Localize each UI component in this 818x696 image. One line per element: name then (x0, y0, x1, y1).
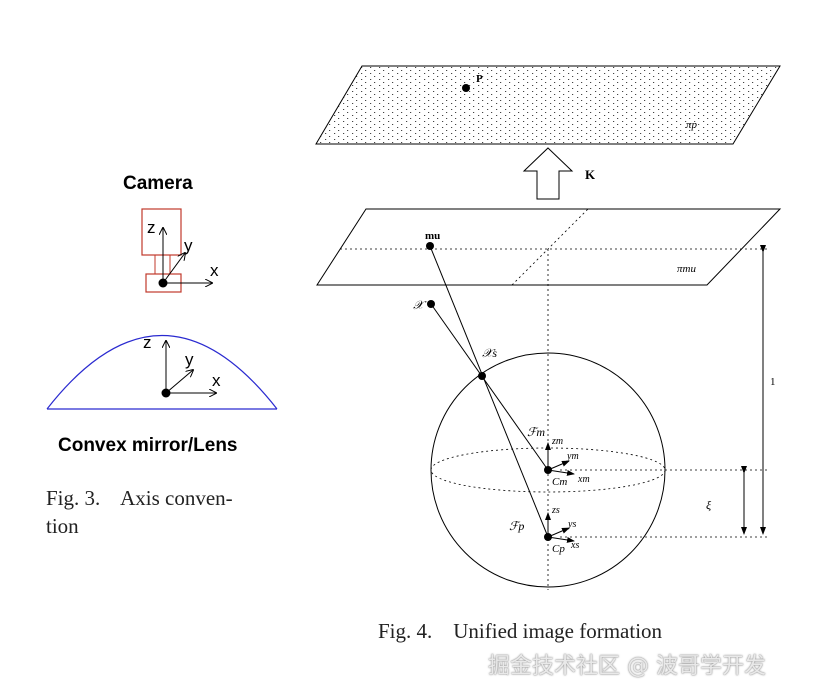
Cm-dot (544, 466, 552, 474)
point-mu-dot (426, 242, 434, 250)
Fp-label: ℱp (509, 519, 524, 533)
mirror-frame-Fm: ℱm zm ym Cm xm (527, 425, 590, 488)
ray-mu-to-Cp (429, 245, 549, 538)
xi-label: ξ (706, 498, 712, 512)
normalized-plane-pi-mu: πmu (316, 208, 782, 286)
Cp-dot (544, 533, 552, 541)
dimension-xi: ξ (706, 466, 747, 535)
camera-x-label: x (210, 261, 219, 280)
fig3-caption-line2: tion (46, 514, 79, 538)
mirror-y-label: y (185, 350, 194, 369)
projection-K-arrow: K (522, 147, 596, 200)
xm-label: xm (577, 474, 590, 485)
camera-body-box (141, 208, 182, 256)
image-plane-pi-p: P πp (315, 65, 781, 145)
camera-title: Camera (123, 173, 193, 194)
fig3-camera-diagram: z y x (141, 208, 219, 293)
zs-label: zs (551, 505, 560, 516)
mu-label: mu (425, 230, 440, 242)
point-Xs-dot (478, 372, 486, 380)
Cp-label: Cp (552, 543, 565, 555)
dim-one-label: 1 (770, 376, 776, 388)
point-P-dot (462, 84, 470, 92)
mirror-arc (46, 335, 278, 410)
point-P-label: P (476, 73, 483, 85)
fig4-caption: Fig. 4. Unified image formation (378, 619, 663, 643)
fig3-caption-line1: Fig. 3. Axis conven- (46, 486, 233, 510)
Fm-label: ℱm (527, 425, 545, 439)
ym-label: ym (566, 451, 579, 462)
camera-y-axis (162, 253, 185, 284)
mirror-z-label: z (143, 333, 152, 352)
camera-origin-dot (158, 278, 168, 288)
K-label: K (585, 167, 596, 182)
xs-label: xs (570, 540, 579, 551)
zm-label: zm (551, 436, 563, 447)
camera-y-label: y (184, 236, 193, 255)
mirror-origin-dot (161, 388, 171, 398)
dimension-one: 1 (760, 245, 776, 535)
X-label: 𝒳 (413, 298, 427, 312)
camera-z-label: z (147, 218, 156, 237)
pi-mu-label: πmu (677, 263, 696, 275)
fig3-mirror-diagram: z y x (46, 333, 278, 410)
mirror-x-label: x (212, 371, 221, 390)
ys-label: ys (567, 519, 576, 530)
Xs-label: 𝒳s (482, 346, 497, 360)
Cm-label: Cm (552, 476, 567, 488)
projection-frame-Fp: ℱp zs ys Cp xs (509, 505, 579, 555)
mirror-y-axis (165, 370, 193, 394)
pi-p-label: πp (686, 119, 698, 131)
mirror-title: Convex mirror/Lens (58, 435, 238, 456)
ray-X-to-Cm (430, 303, 549, 471)
point-X-dot (427, 300, 435, 308)
watermark-text: 掘金技术社区 @ 波哥学开发 (488, 654, 766, 679)
